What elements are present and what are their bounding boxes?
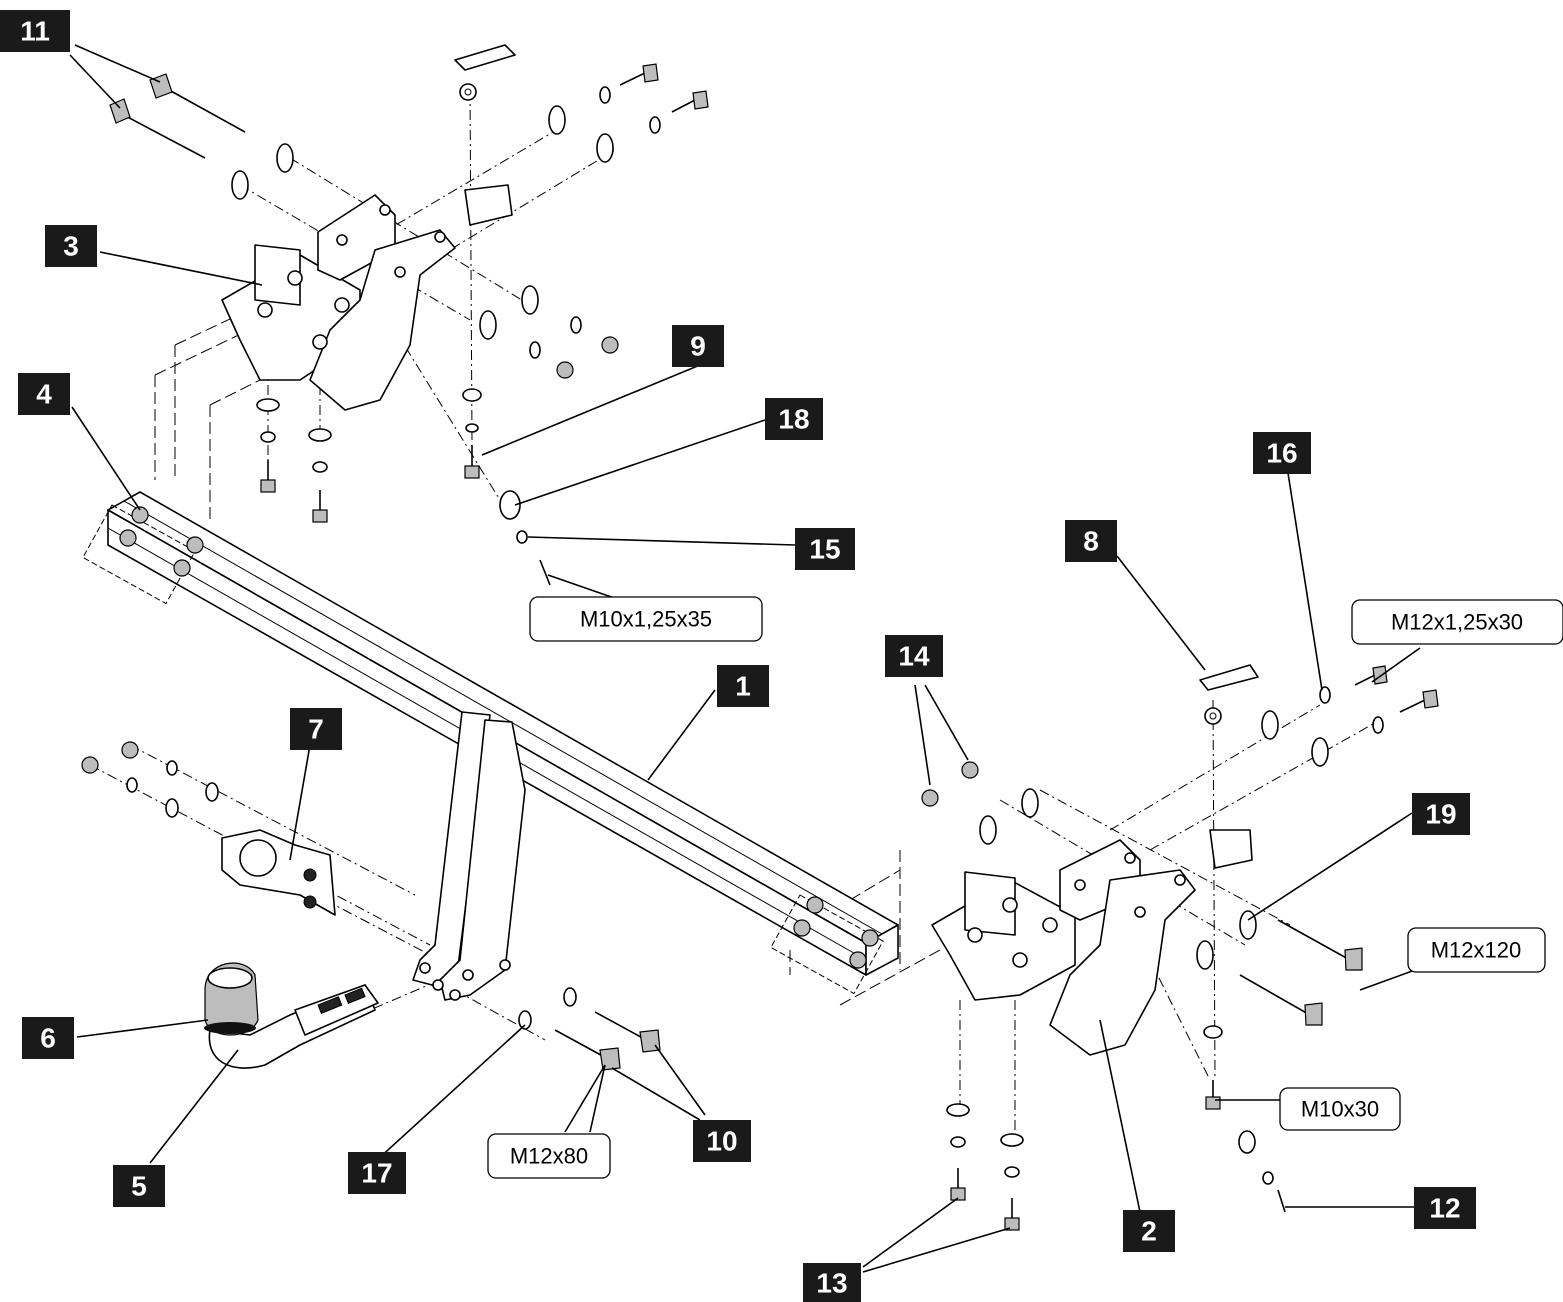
right-side-bracket [931,829,1253,1056]
svg-text:1: 1 [735,671,751,702]
callout-4: 4 [18,373,70,415]
svg-text:9: 9 [690,331,706,362]
svg-text:5: 5 [131,1171,147,1202]
svg-text:M12x120: M12x120 [1431,938,1522,963]
svg-text:8: 8 [1083,526,1099,557]
svg-text:14: 14 [898,641,930,672]
spacer-plates [454,44,1259,725]
nuts [81,336,979,807]
ball-neck-bracket [412,711,526,1001]
callout-7: 7 [290,708,342,750]
spec-label-m10x125x35: M10x1,25x35 [529,596,763,642]
svg-text:3: 3 [63,231,79,262]
svg-text:16: 16 [1266,438,1297,469]
svg-text:10: 10 [706,1126,737,1157]
left-side-bracket [221,184,513,411]
spec-label-m10x30: M10x30 [1279,1087,1401,1131]
callout-8: 8 [1065,520,1117,562]
spec-label-m12x120: M12x120 [1407,927,1546,973]
tow-ball [204,962,259,1036]
callout-19: 19 [1412,793,1470,835]
svg-text:4: 4 [36,379,52,410]
spec-label-m12x125x30: M12x1,25x30 [1351,599,1563,645]
callout-10: 10 [693,1120,751,1162]
callout-11: 11 [0,10,70,52]
callout-14: 14 [885,635,943,677]
callout-2: 2 [1123,1210,1175,1252]
svg-text:19: 19 [1425,799,1456,830]
callout-6: 6 [22,1017,74,1059]
svg-text:12: 12 [1429,1193,1460,1224]
callout-12: 12 [1414,1187,1476,1229]
svg-text:2: 2 [1141,1216,1157,1247]
long-bolts-right [1239,919,1363,1026]
callout-9: 9 [672,325,724,367]
callout-3: 3 [45,225,97,267]
svg-text:M10x1,25x35: M10x1,25x35 [580,607,712,632]
m12x80-bolts [554,1011,661,1071]
svg-text:17: 17 [361,1158,392,1189]
leader-lines [69,44,1421,1273]
svg-text:18: 18 [778,404,809,435]
svg-text:M12x1,25x30: M12x1,25x30 [1391,610,1523,635]
callout-18: 18 [765,398,823,440]
washers [126,86,1384,1185]
svg-text:M12x80: M12x80 [510,1144,588,1169]
spec-label-m12x80: M12x80 [487,1133,611,1179]
svg-text:6: 6 [40,1023,56,1054]
svg-text:7: 7 [308,714,324,745]
callout-13: 13 [803,1263,861,1302]
beam-nuts [119,506,879,969]
svg-text:M10x30: M10x30 [1301,1097,1379,1122]
long-bolts-11 [109,73,246,159]
svg-text:13: 13 [816,1268,847,1299]
callout-16: 16 [1253,432,1311,474]
callout-15: 15 [795,528,855,570]
svg-text:15: 15 [809,534,840,565]
callout-1: 1 [717,665,769,707]
socket-bracket [221,829,336,916]
ball-neck [208,984,379,1069]
callout-5: 5 [113,1165,165,1207]
svg-text:11: 11 [20,16,50,47]
callout-17: 17 [348,1152,406,1194]
